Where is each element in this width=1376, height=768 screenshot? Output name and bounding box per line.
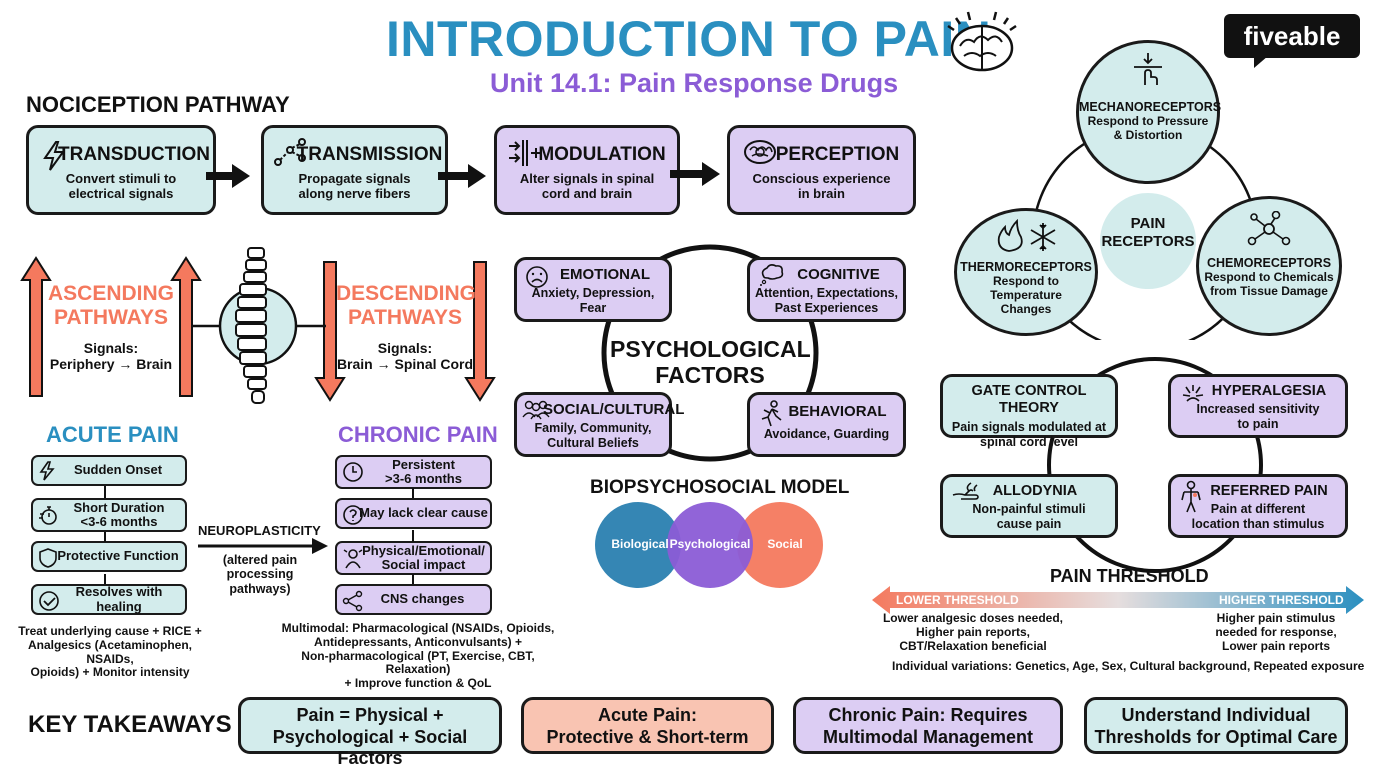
network-icon — [342, 590, 364, 615]
lightning-icon — [38, 461, 56, 484]
acute-short-duration: Short Duration<3-6 months — [31, 498, 187, 532]
chronic-connectors — [412, 488, 414, 584]
modulation-icon — [507, 138, 543, 173]
nociception-heading: NOCICEPTION PATHWAY — [26, 92, 290, 117]
bps-venn — [595, 502, 823, 588]
chronic-persistent: Persistent>3-6 months — [335, 455, 492, 489]
acute-resolves: Resolves with healing — [31, 584, 187, 615]
threshold-variations: Individual variations: Genetics, Age, Se… — [892, 659, 1365, 673]
chronic-heading: CHRONIC PAIN — [338, 422, 498, 447]
concepts-ring — [1047, 357, 1263, 573]
press-icon — [1128, 51, 1168, 94]
ascending-signals: Signals:Periphery → Brain — [49, 340, 173, 373]
page-subtitle: Unit 14.1: Pain Response Drugs — [490, 68, 899, 98]
check-circle-icon — [38, 590, 60, 615]
network-icon — [272, 136, 308, 173]
bps-biological: Biological — [611, 537, 669, 551]
chronic-lack-cause: May lack clear cause — [335, 498, 492, 529]
logo-tail — [1254, 56, 1268, 68]
psych-cognitive: COGNITIVE Attention, Expectations,Past E… — [747, 257, 906, 322]
sad-face-icon — [524, 264, 550, 295]
takeaways-heading: KEY TAKEAWAYS — [28, 711, 232, 738]
burst-icon — [1181, 381, 1205, 408]
question-icon — [342, 504, 364, 529]
page-title: INTRODUCTION TO PAIN — [386, 11, 992, 67]
psych-emotional: EMOTIONAL Anxiety, Depression,Fear — [514, 257, 672, 322]
neuroplasticity-arrow — [198, 538, 328, 554]
brain-icon — [742, 138, 778, 171]
psych-behavioral: BEHAVIORAL Avoidance, Guarding — [747, 392, 906, 457]
clock-icon — [342, 461, 364, 486]
chronic-cns: CNS changes — [335, 584, 492, 615]
thought-bubble-icon — [758, 263, 786, 292]
neuroplasticity-label: NEUROPLASTICITY — [198, 523, 321, 538]
acute-sudden-onset: Sudden Onset — [31, 455, 187, 486]
person-icon — [342, 547, 364, 574]
bps-psychological: Psychological — [669, 537, 751, 551]
chronic-treatment: Multimodal: Pharmacological (NSAIDs, Opi… — [281, 621, 555, 691]
pathway-arrows — [20, 247, 496, 404]
threshold-higher-label: HIGHER THRESHOLD — [1219, 593, 1344, 607]
acute-connectors — [104, 486, 106, 584]
shield-icon — [38, 547, 58, 572]
hand-icon — [951, 481, 981, 508]
threshold-heading: PAIN THRESHOLD — [1050, 566, 1209, 586]
step-arrows — [206, 162, 720, 188]
body-icon — [1179, 480, 1203, 519]
lightning-icon — [41, 140, 67, 177]
mechanoreceptors: MECHANORECEPTORS Respond to Pressure& Di… — [1076, 40, 1221, 184]
flame-snowflake-icon — [991, 218, 1061, 258]
psych-social: SOCIAL/CULTURAL Family, Community,Cultur… — [514, 392, 684, 457]
brain-title-icon — [942, 8, 1027, 79]
molecule-icon — [1246, 210, 1292, 252]
stopwatch-icon — [38, 504, 60, 529]
social-circle — [737, 502, 823, 588]
threshold-lower-desc: Lower analgesic doses needed,Higher pain… — [882, 611, 1064, 653]
threshold-bar — [872, 586, 1364, 614]
takeaway-2: Acute Pain:Protective & Short-term — [521, 697, 774, 754]
acute-protective-function: Protective Function — [31, 541, 187, 572]
gate-control-theory: GATE CONTROL THEORY Pain signals modulat… — [940, 374, 1118, 449]
fiveable-logo: fiveable — [1224, 14, 1360, 58]
biological-circle — [595, 502, 681, 588]
psychological-circle — [667, 502, 753, 588]
running-icon — [760, 400, 784, 433]
threshold-lower-label: LOWER THRESHOLD — [896, 593, 1019, 607]
acute-heading: ACUTE PAIN — [46, 422, 179, 447]
acute-treatment: Treat underlying cause + RICE +Analgesic… — [18, 624, 202, 680]
takeaway-1: Pain = Physical +Psychological + Social … — [238, 697, 502, 768]
descending-signals: Signals:Brain → Spinal Cord — [336, 340, 474, 373]
bps-social: Social — [767, 537, 803, 551]
bps-heading: BIOPSYCHOSOCIAL MODEL — [590, 477, 850, 498]
group-icon — [521, 399, 551, 426]
